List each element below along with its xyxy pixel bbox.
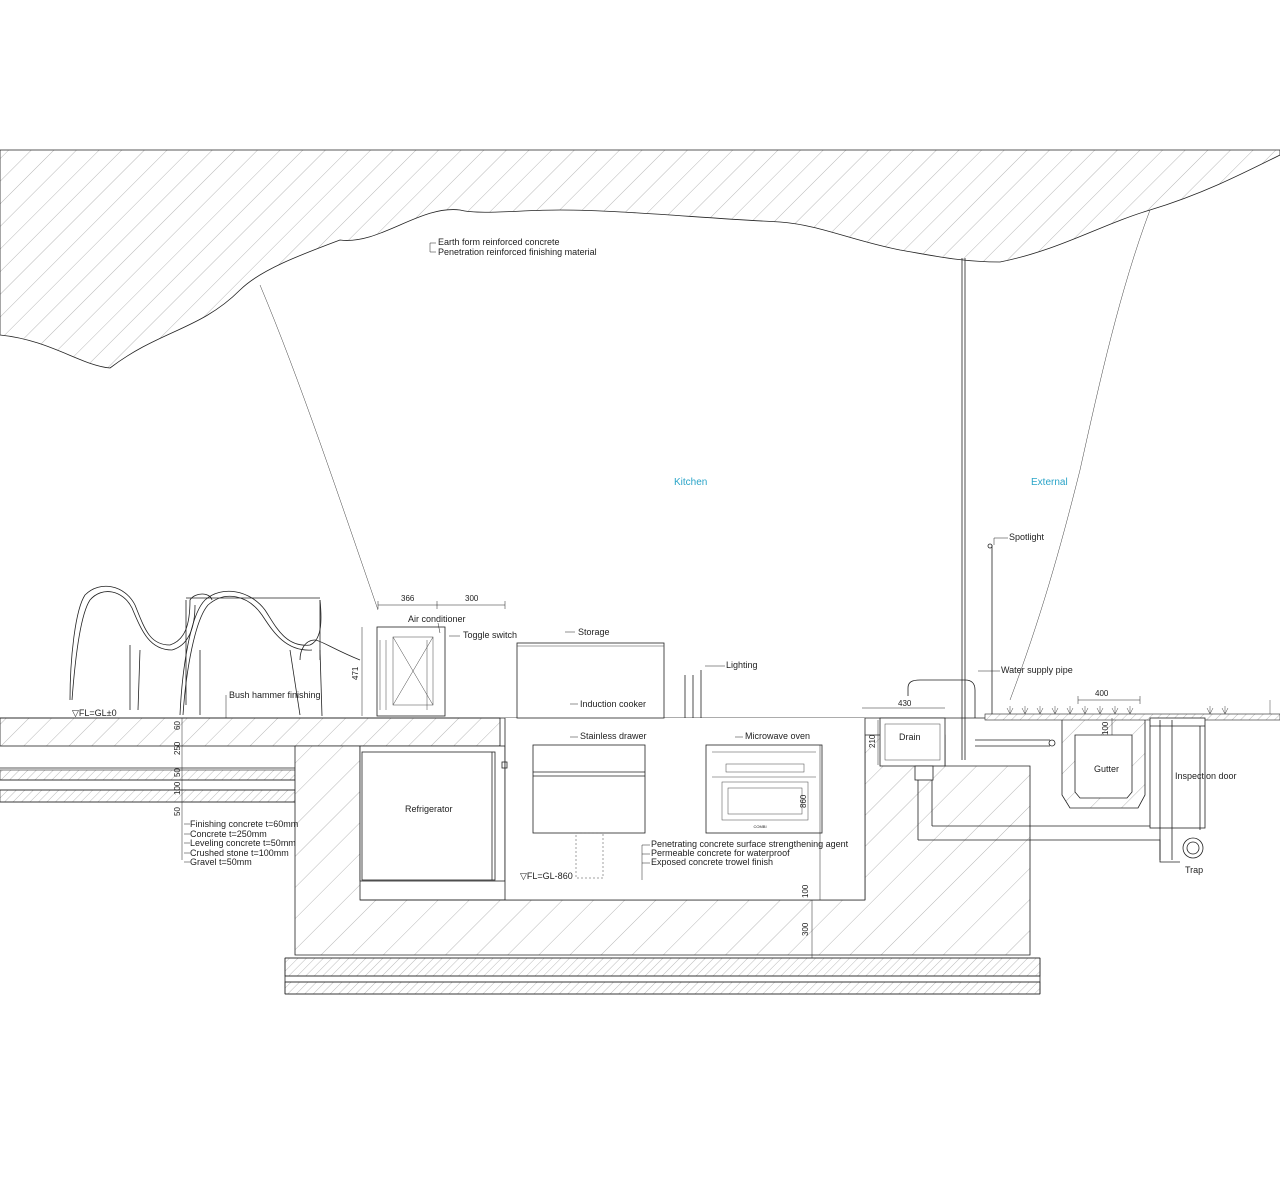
- floor-layer-label: Leveling concrete t=50mm: [190, 838, 296, 848]
- label-refrigerator: Refrigerator: [405, 804, 453, 814]
- dimension-lines: [181, 242, 1141, 958]
- dim-471: 471: [351, 666, 360, 680]
- dim-400: 400: [1095, 689, 1109, 698]
- floor-slab: [0, 717, 1280, 803]
- dim-300-pit: 300: [801, 922, 810, 936]
- pit-note-label: Exposed concrete trowel finish: [651, 857, 773, 867]
- label-fl-gl-0: ▽FL=GL±0: [72, 708, 117, 718]
- air-conditioner-unit: [376, 626, 446, 717]
- floor-layer-label: Crushed stone t=100mm: [190, 848, 289, 858]
- plants: [1006, 700, 1271, 715]
- refrigerator: [361, 751, 508, 881]
- dim-366: 366: [401, 594, 415, 603]
- label-water-supply-pipe: Water supply pipe: [1001, 665, 1073, 675]
- chairs: [69, 586, 361, 717]
- dim-250: 250: [173, 741, 182, 755]
- label-spotlight: Spotlight: [1009, 532, 1045, 542]
- label-inspection-door: Inspection door: [1175, 771, 1237, 781]
- label-roof-2: Penetration reinforced finishing materia…: [438, 247, 597, 257]
- floor-layer-label: Gravel t=50mm: [190, 857, 252, 867]
- microwave-oven: COMBI: [705, 744, 823, 834]
- dim-100: 100: [173, 781, 182, 795]
- dim-300-top: 300: [465, 594, 479, 603]
- storage-box: [516, 642, 665, 719]
- dim-50: 50: [173, 768, 182, 777]
- stainless-drawer: [532, 744, 646, 879]
- label-stainless-drawer: Stainless drawer: [580, 731, 647, 741]
- inspection-shaft: [1149, 717, 1206, 863]
- labels: Kitchen External Earth form reinforced c…: [72, 237, 1237, 881]
- floor-layer-label: Finishing concrete t=60mm: [190, 819, 298, 829]
- label-fl-gl-860: ▽FL=GL-860: [520, 871, 573, 881]
- label-trap: Trap: [1185, 865, 1203, 875]
- label-storage: Storage: [578, 627, 610, 637]
- dim-100-gutter: 100: [1101, 721, 1110, 735]
- label-bush-hammer: Bush hammer finishing: [229, 690, 321, 700]
- pit-note-label: Penetrating concrete surface strengtheni…: [651, 839, 849, 849]
- pit-note-label: Permeable concrete for waterproof: [651, 848, 790, 858]
- floor-layer-label: Concrete t=250mm: [190, 829, 267, 839]
- label-microwave-oven: Microwave oven: [745, 731, 810, 741]
- label-roof-1: Earth form reinforced concrete: [438, 237, 560, 247]
- lighting-fixture: [684, 670, 702, 718]
- label-air-conditioner: Air conditioner: [408, 614, 466, 624]
- label-induction-cooker: Induction cooker: [580, 699, 646, 709]
- oven-brand-label: COMBI: [753, 824, 766, 829]
- dimension-labels: 366 300 471 400 430 210 860 100 60 250 5…: [173, 594, 1110, 936]
- label-toggle-switch: Toggle switch: [463, 630, 517, 640]
- label-drain: Drain: [899, 732, 921, 742]
- dim-210: 210: [868, 734, 877, 748]
- roof-shell: [0, 149, 1280, 701]
- label-lighting: Lighting: [726, 660, 758, 670]
- gutter: [984, 713, 1280, 809]
- dim-100-pit: 100: [801, 884, 810, 898]
- label-gutter: Gutter: [1094, 764, 1119, 774]
- room-label-external: External: [1031, 477, 1068, 488]
- room-label-kitchen: Kitchen: [674, 477, 707, 488]
- dim-430: 430: [898, 699, 912, 708]
- dim-860: 860: [799, 794, 808, 808]
- dim-50b: 50: [173, 807, 182, 816]
- dim-60: 60: [173, 721, 182, 730]
- sink: [879, 679, 1150, 841]
- vertical-pole: [961, 258, 993, 760]
